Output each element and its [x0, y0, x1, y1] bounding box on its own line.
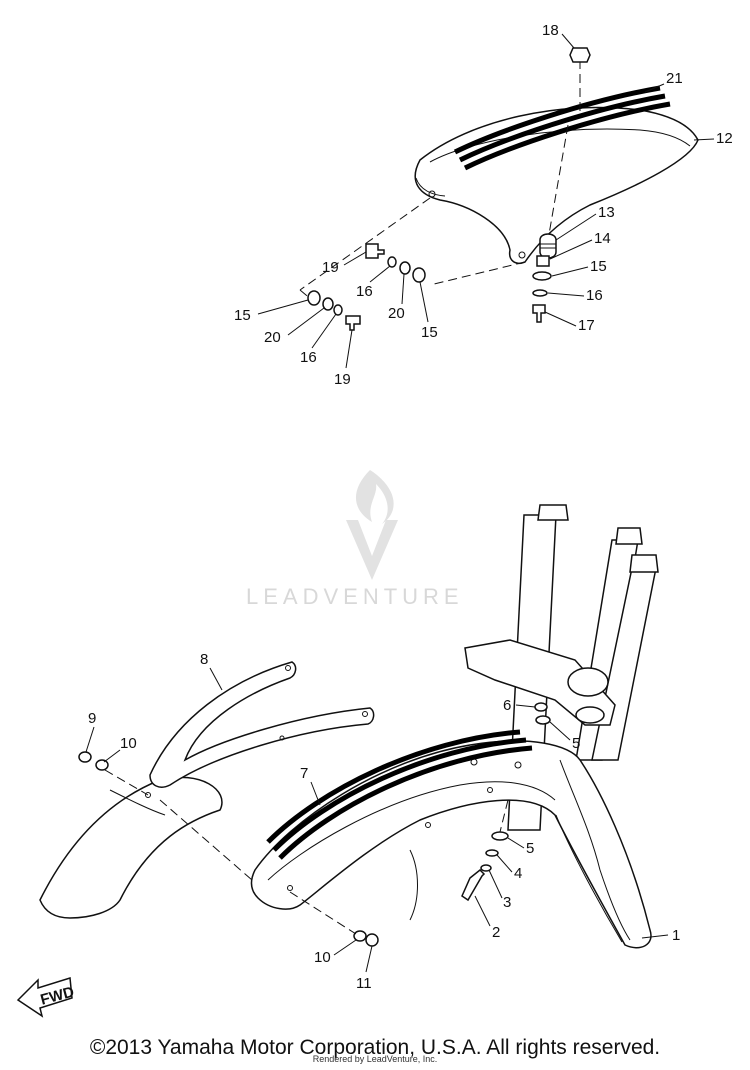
- nut-6: [534, 702, 548, 712]
- rear-fender-assembly: [299, 47, 699, 331]
- callout-labels: 18 21 12 13 14 15 16 17 19 16 20 15 15 2…: [85, 22, 733, 992]
- fork-cap-right-2: [629, 554, 659, 573]
- leadventure-watermark: LEADVENTURE: [246, 470, 464, 609]
- bolt-19-upper: [365, 243, 385, 259]
- callout-13: 13: [598, 204, 615, 221]
- washer-10-lower: [353, 930, 367, 942]
- callout-16b: 16: [356, 283, 373, 300]
- washer-3: [480, 864, 492, 872]
- callout-9: 9: [88, 710, 96, 727]
- callout-16a: 16: [300, 349, 317, 366]
- callout-5b: 5: [572, 735, 580, 752]
- callout-19a: 19: [334, 371, 351, 388]
- callout-11: 11: [356, 975, 372, 992]
- bolt-17: [532, 304, 546, 323]
- washer-15-rear: [532, 271, 552, 281]
- callout-7: 7: [300, 765, 308, 782]
- spring-13: [539, 233, 557, 259]
- washer-16-left: [333, 304, 343, 316]
- washer-15-left: [307, 290, 321, 306]
- washer-5-upper: [535, 715, 551, 725]
- washer-16-right: [387, 256, 397, 268]
- callout-8: 8: [200, 651, 208, 668]
- callout-15c: 15: [590, 258, 607, 275]
- washer-4: [485, 849, 499, 857]
- bolt-19-lower: [345, 315, 361, 331]
- callout-17: 17: [578, 317, 595, 334]
- callout-20b: 20: [388, 305, 405, 322]
- callout-19b: 19: [322, 259, 339, 276]
- callout-1: 1: [672, 927, 680, 944]
- callout-20a: 20: [264, 329, 281, 346]
- callout-12: 12: [716, 130, 733, 147]
- callout-10b: 10: [314, 949, 331, 966]
- fork-cap-left: [537, 504, 569, 521]
- nut-11: [365, 933, 379, 947]
- rear-fender-stripe: [453, 85, 661, 155]
- washer-10-upper: [95, 759, 109, 771]
- copyright-notice: ©2013 Yamaha Motor Corporation, U.S.A. A…: [89, 1036, 661, 1059]
- steering-bracket: [464, 639, 616, 726]
- fender-brace-8: [149, 661, 375, 788]
- fwd-arrow-icon: FWD: [16, 977, 76, 1018]
- washer-5-lower: [491, 831, 509, 841]
- washer-20-left: [322, 297, 334, 311]
- callout-2: 2: [492, 924, 500, 941]
- front-fender-assembly: [39, 661, 652, 949]
- callout-21: 21: [666, 70, 683, 87]
- callout-10a: 10: [120, 735, 137, 752]
- washer-16-rear: [532, 289, 548, 297]
- spacer-14: [536, 255, 550, 267]
- rendered-by-notice: Rendered by LeadVenture, Inc.: [312, 1054, 438, 1064]
- callout-5a: 5: [526, 840, 534, 857]
- fork-cap-right-1: [615, 527, 643, 545]
- watermark-text: LEADVENTURE: [246, 584, 464, 609]
- front-fork: [464, 504, 659, 831]
- washer-20-right: [399, 261, 411, 275]
- callout-18: 18: [542, 22, 559, 39]
- front-fender-stripe: [266, 729, 521, 844]
- callout-14: 14: [594, 230, 611, 247]
- callout-15b: 15: [421, 324, 438, 341]
- nut-18: [569, 47, 591, 63]
- front-fender-body-exploded: [39, 776, 223, 919]
- callout-4: 4: [514, 865, 522, 882]
- callout-15a: 15: [234, 307, 251, 324]
- front-fender-body: [250, 740, 652, 949]
- bolt-2: [461, 868, 486, 902]
- washer-15-right: [412, 267, 426, 283]
- screw-9: [78, 751, 92, 763]
- callout-6: 6: [503, 697, 511, 714]
- callout-16c: 16: [586, 287, 603, 304]
- callout-3: 3: [503, 894, 511, 911]
